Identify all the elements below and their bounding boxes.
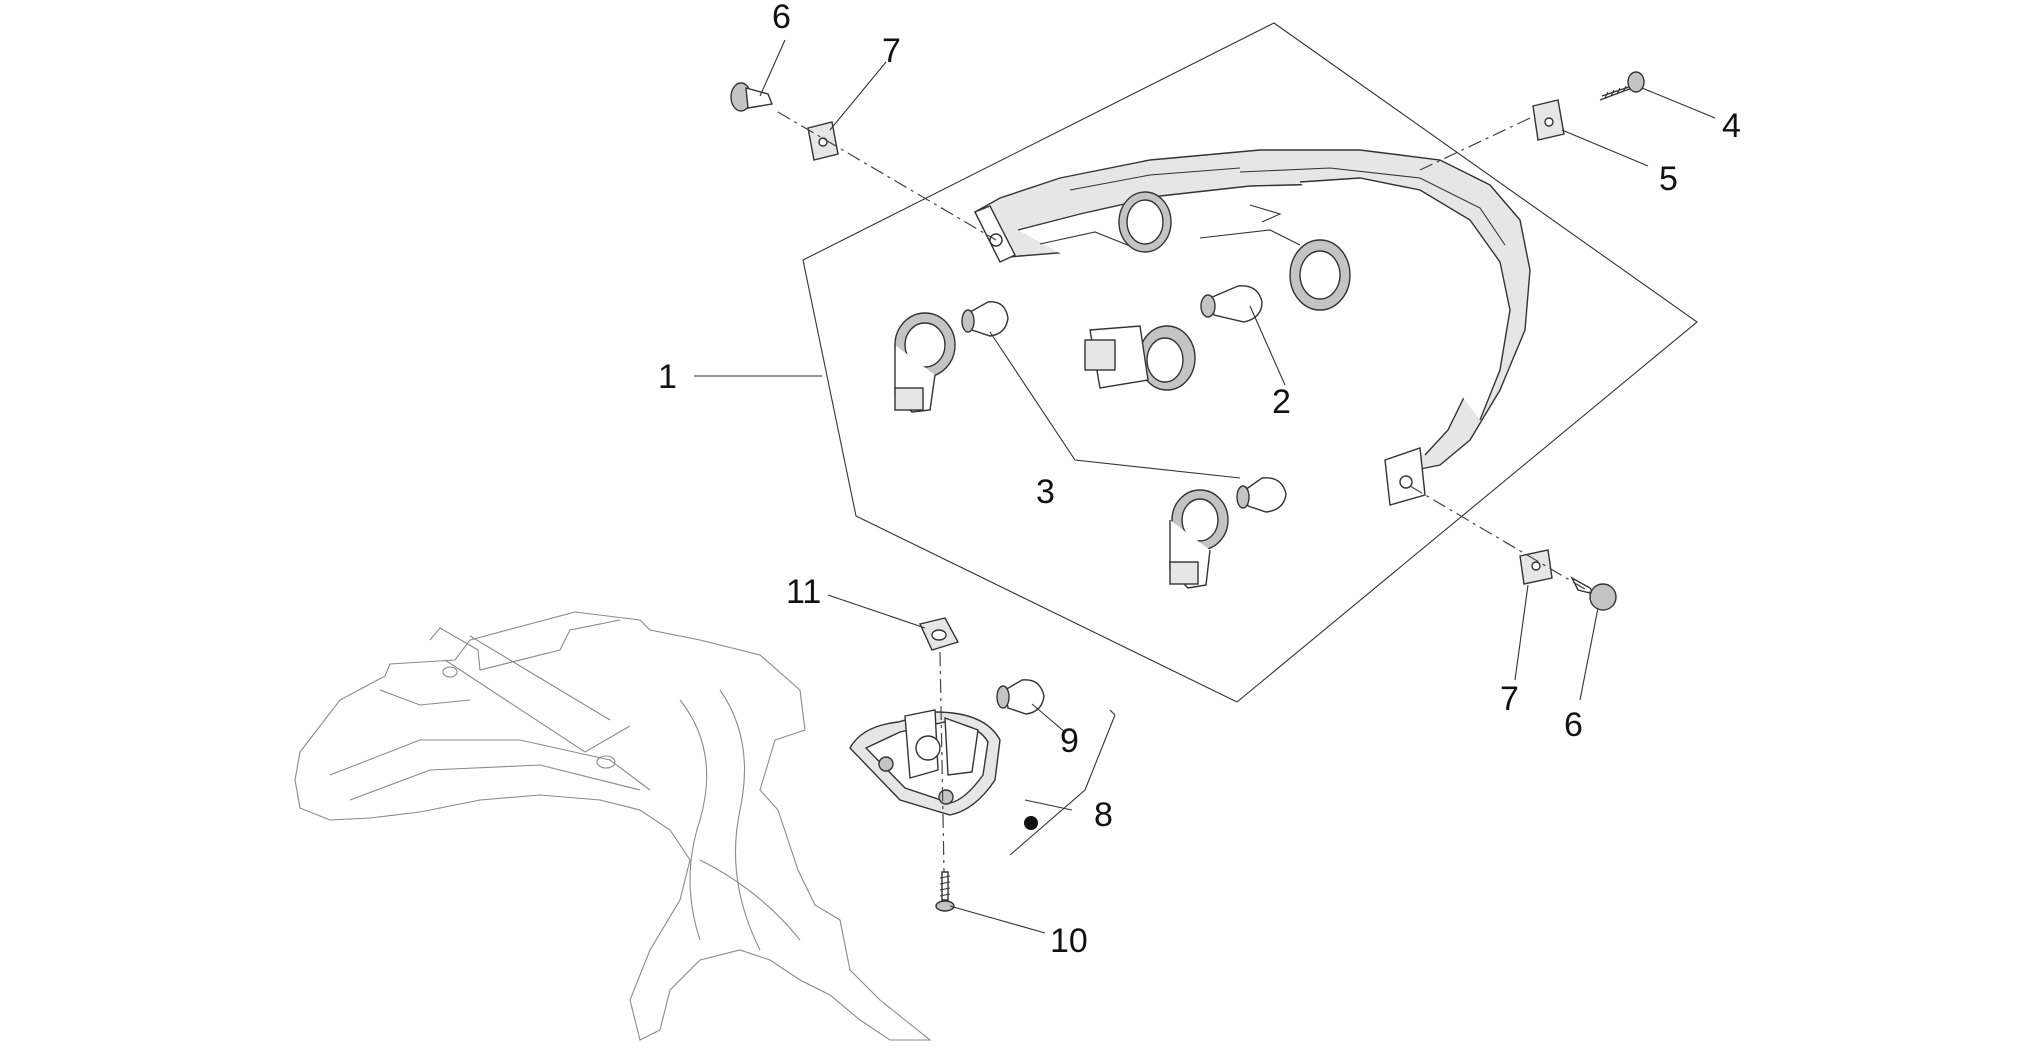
screw-icon: [1599, 71, 1645, 101]
leader-line-11: [827, 594, 926, 629]
leader-line-10: [949, 905, 1046, 934]
bulb-socket-icon: [894, 312, 956, 413]
callout-5: 5: [1659, 160, 1678, 198]
bulb-socket-icon: [1169, 489, 1229, 589]
leader-line-8: [1009, 709, 1116, 856]
leader-line-7b: [1514, 584, 1529, 681]
alignment-line-right-top: [1419, 117, 1531, 171]
screw-icon: [730, 82, 773, 112]
callout-11: 11: [786, 573, 821, 611]
callout-6-bottom: 6: [1564, 706, 1583, 744]
taillight-housing-icon: [974, 149, 1531, 506]
callout-9: 9: [1060, 722, 1079, 760]
callout-1: 1: [658, 358, 677, 396]
callout-2: 2: [1272, 383, 1291, 421]
clip-nut-icon: [1532, 99, 1565, 141]
leader-line-6b: [1579, 607, 1599, 701]
leader-line-3: [989, 331, 1241, 479]
callout-10: 10: [1050, 922, 1088, 960]
leader-line-5: [1561, 129, 1649, 167]
screw-icon: [1570, 576, 1617, 611]
alignment-line-plate-light: [939, 651, 945, 873]
bulb-icon: [1200, 285, 1263, 323]
marker-dot: [1024, 816, 1038, 830]
alignment-line-right-bottom: [1409, 485, 1596, 596]
clip-nut-icon: [1519, 549, 1553, 585]
alignment-line-left: [777, 111, 997, 241]
bulb-icon: [1236, 477, 1287, 513]
leader-line-2: [1249, 305, 1286, 386]
bulb-socket-icon: [1084, 325, 1196, 391]
rear-fender-icon: [294, 611, 932, 1041]
callout-6-top: 6: [772, 0, 791, 36]
assembly-outline-1: [802, 22, 1698, 703]
clip-nut-icon: [919, 617, 960, 651]
leader-line-7a: [829, 61, 887, 131]
leader-line-4: [1641, 87, 1716, 119]
license-plate-light-icon: [849, 709, 1001, 816]
clip-nut-icon: [807, 121, 839, 161]
leader-line-9: [1031, 703, 1067, 734]
callout-7-top: 7: [882, 32, 901, 70]
callout-7-bottom: 7: [1500, 680, 1519, 718]
callout-8: 8: [1094, 796, 1113, 834]
callout-3: 3: [1036, 473, 1055, 511]
callout-4: 4: [1722, 107, 1741, 145]
screw-icon: [935, 871, 955, 912]
leader-line-6a: [759, 39, 786, 97]
bulb-icon: [961, 301, 1009, 337]
